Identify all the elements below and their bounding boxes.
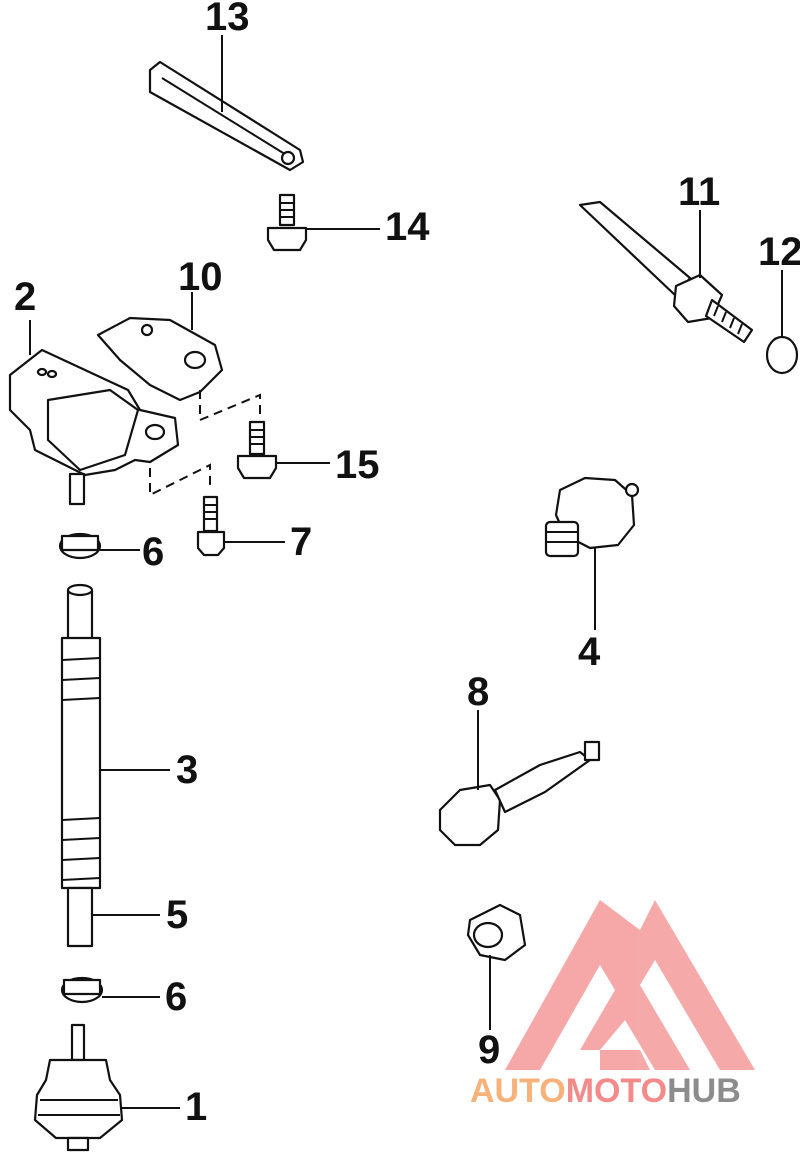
part-2-map-sensor [8,348,180,506]
part-3-hose [60,583,102,890]
part-14-bolt [266,193,308,252]
callout-6-upper: 6 [142,530,164,574]
callout-12: 12 [758,230,800,274]
part-9-grommet [466,903,527,962]
part-6-clamp-lower [60,976,104,1004]
part-8-sensor [438,740,601,847]
callout-2: 2 [14,275,36,319]
callout-3: 3 [176,748,198,792]
callout-8: 8 [467,670,489,714]
callout-10: 10 [178,255,223,299]
watermark-moto: MOTO [566,1072,667,1110]
part-15-bolt [236,420,278,480]
callout-9: 9 [478,1028,500,1072]
part-10-bracket [96,316,224,402]
part-13-bracket [148,60,305,172]
watermark-hub: HUB [667,1072,741,1110]
part-6-clamp-upper [58,532,102,560]
watermark-auto: AUTO [470,1072,566,1110]
watermark-text: AUTOMOTOHUB [470,1072,741,1110]
part-11-sensor [578,200,754,344]
part-4-knock-sensor [544,476,640,558]
part-5-tube [66,886,94,948]
callout-7: 7 [290,520,312,564]
callout-13: 13 [205,0,250,39]
part-12-oring [765,335,799,375]
callout-11: 11 [678,170,720,214]
callout-5: 5 [166,893,188,937]
callout-6-lower: 6 [165,975,187,1019]
part-1-valve [33,1023,124,1152]
callout-1: 1 [185,1085,207,1129]
callout-14: 14 [385,205,430,249]
callout-15: 15 [335,443,380,487]
part-7-bolt [196,495,226,557]
watermark-logo [505,900,755,1070]
callout-4: 4 [578,630,601,674]
